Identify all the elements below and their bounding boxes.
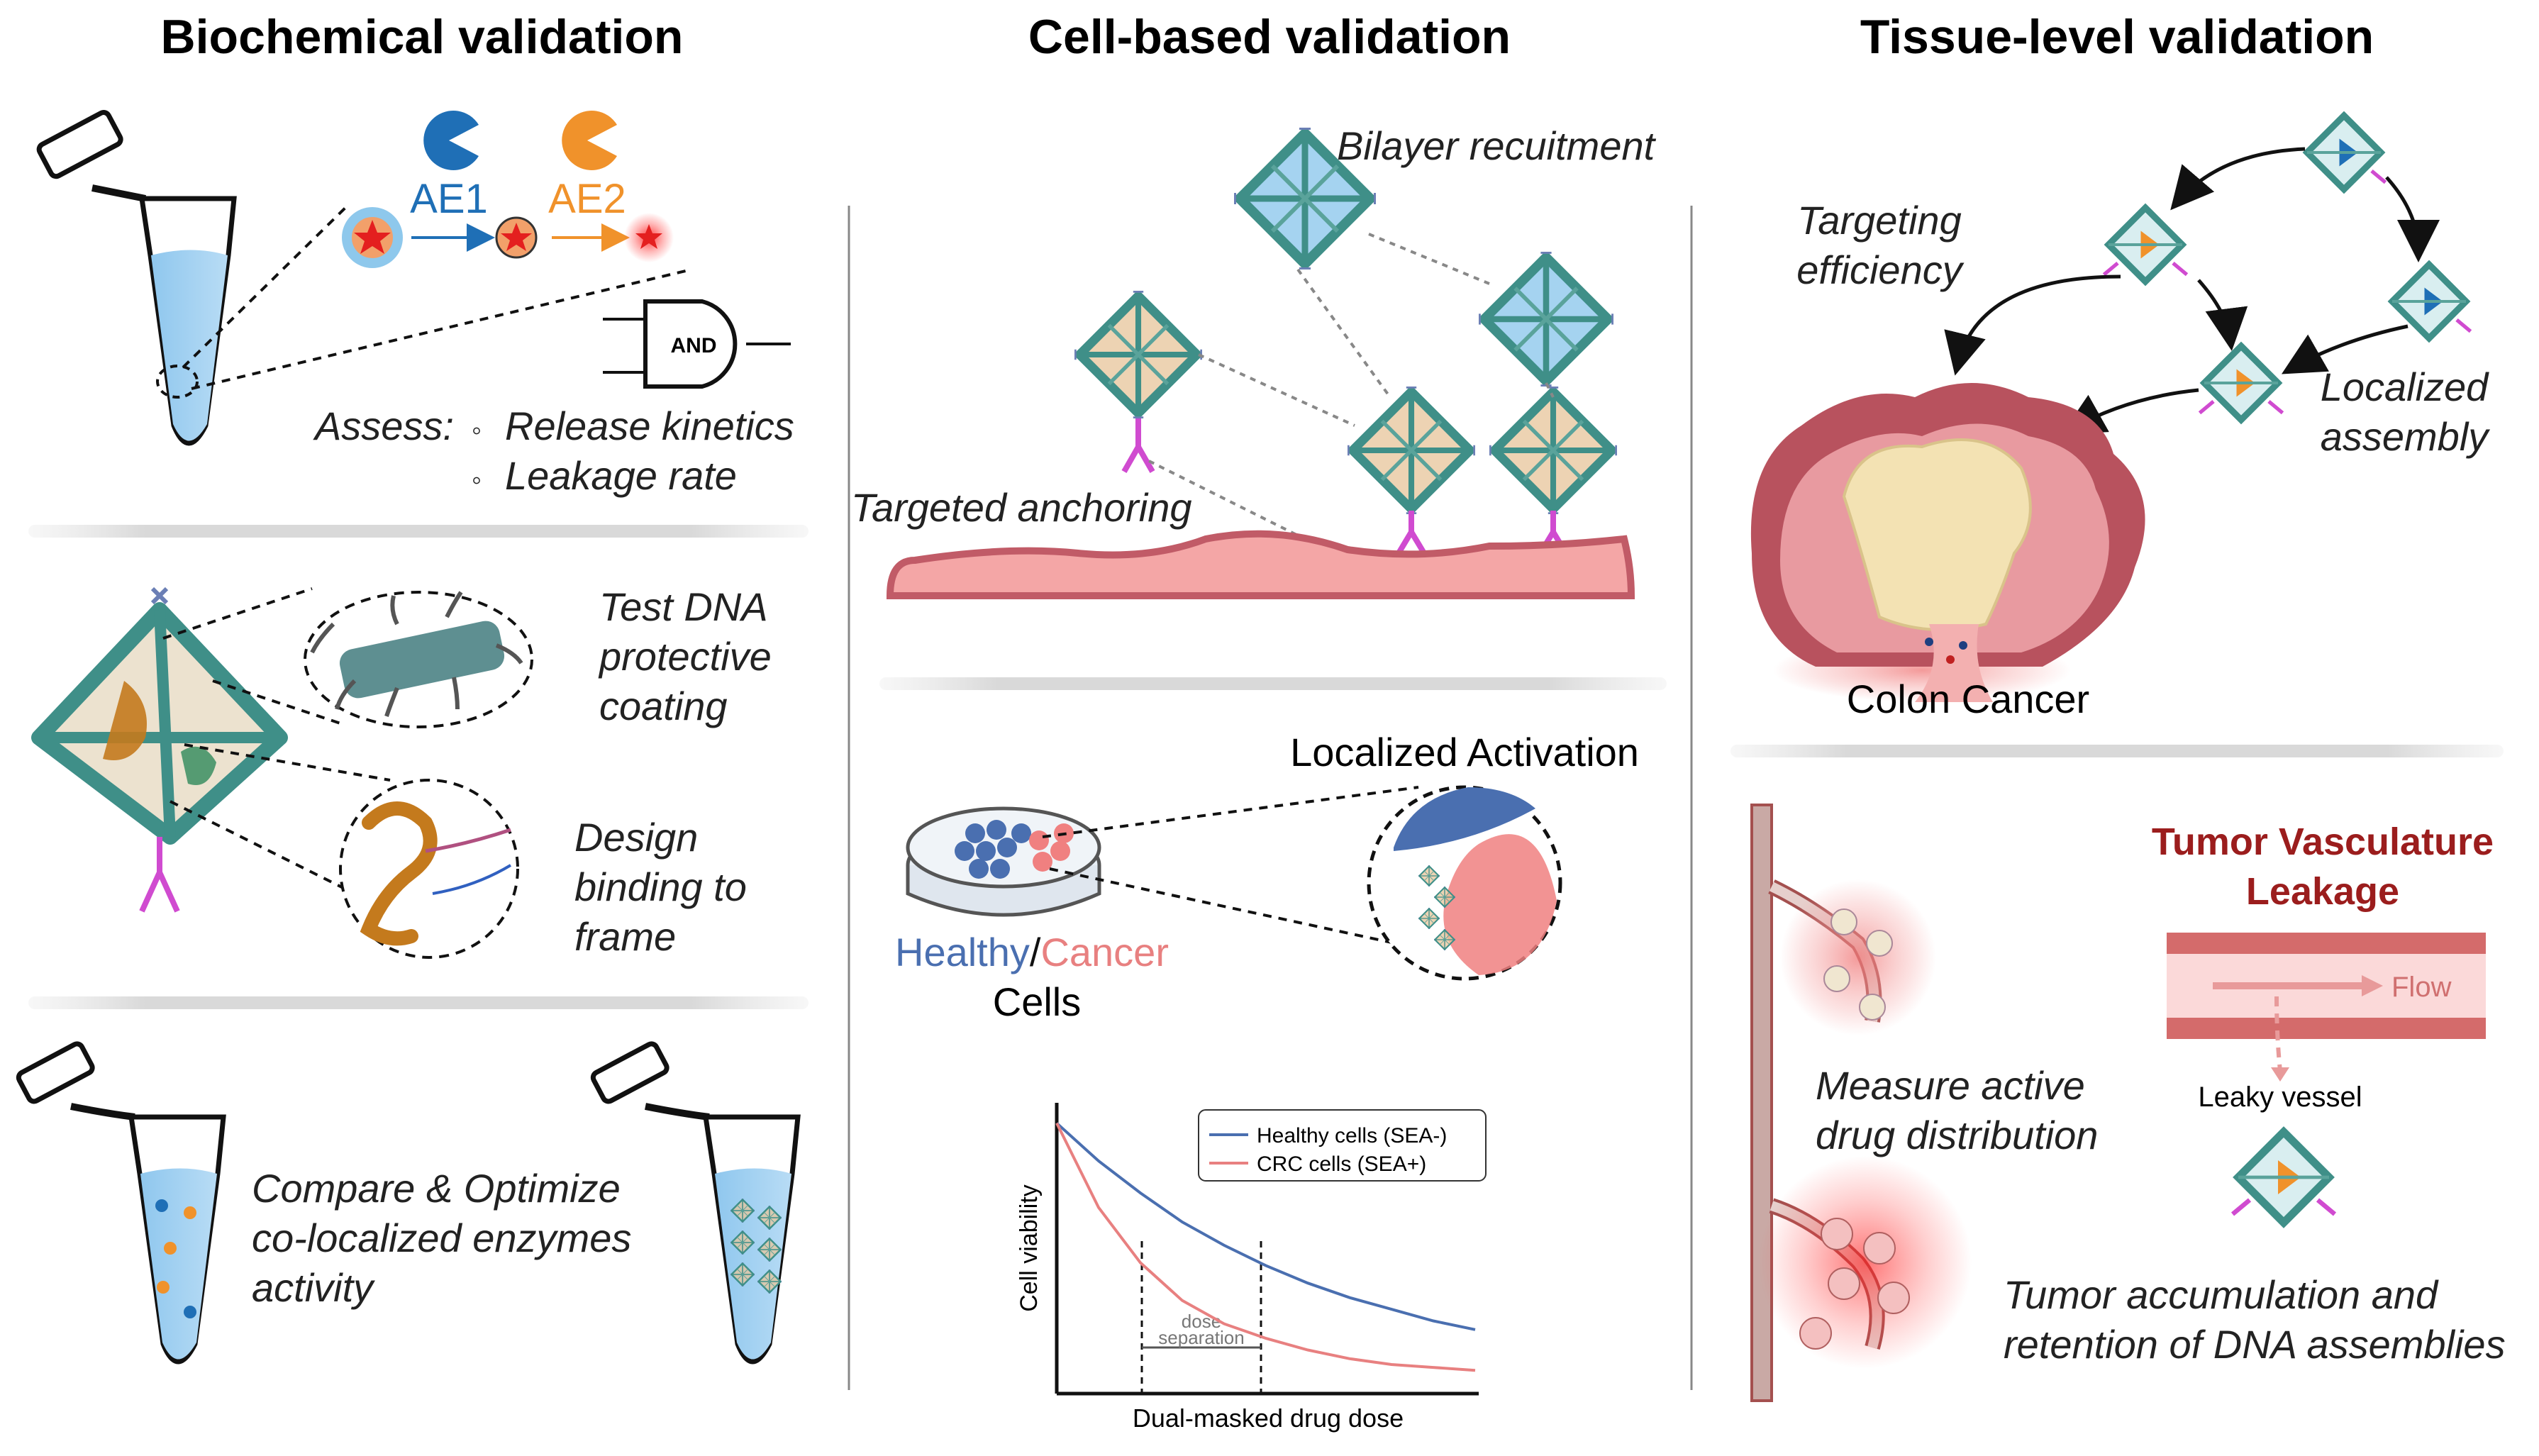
cancer-label: Cancer	[1040, 930, 1169, 974]
accumulation-text-2: retention of DNA assemblies	[2004, 1322, 2506, 1367]
series-line-0	[1055, 1122, 1476, 1331]
coating-text-3: coating	[599, 684, 728, 728]
tube-colocalized-enzymes	[590, 1041, 801, 1365]
localized-text-1: Localized	[2321, 365, 2489, 409]
coating-text-1: Test DNA	[599, 584, 768, 629]
targeting-text-2: efficiency	[1796, 248, 1964, 292]
ae1-label: AE1	[410, 176, 488, 222]
colon-tumor-illustration	[1750, 383, 2145, 702]
cell-title: Cell-based validation	[1028, 10, 1511, 64]
coating-zoom-line-1	[162, 587, 313, 640]
ae2-label: AE2	[548, 176, 626, 222]
tissue-cube-bottom	[2200, 346, 2283, 420]
localized-text-2: assembly	[2321, 414, 2491, 459]
separator-cell-1	[879, 677, 1667, 690]
assess-item-1: Release kinetics	[505, 404, 794, 448]
binding-zoom-line-1	[184, 743, 391, 782]
ae1-enzyme-icon	[423, 111, 479, 171]
binding-zoom-circle	[339, 779, 519, 959]
dna-frame-with-cargo	[31, 587, 288, 913]
octa-blue-right	[1479, 252, 1613, 387]
octa-left-antibody	[1121, 418, 1155, 473]
zoom-line-bottom	[191, 268, 692, 390]
anchor-antibody-mid	[1396, 511, 1427, 555]
and-gate-label: AND	[671, 334, 717, 357]
anchoring-label: Targeted anchoring	[851, 485, 1192, 530]
cell-type-label: Healthy/Cancer	[895, 930, 1169, 974]
dna-helix-icon	[310, 591, 523, 717]
separator-bio-1	[28, 525, 809, 538]
measure-text-2: drug distribution	[1816, 1113, 2098, 1157]
slash-label: /	[1030, 930, 1041, 974]
ae2-enzyme-icon	[562, 111, 617, 171]
chart-lines	[1055, 1122, 1476, 1372]
chart-legend: Healthy cells (SEA-) CRC cells (SEA+)	[1209, 1124, 1447, 1176]
tissue-cube-left	[2104, 208, 2187, 282]
activation-label: Localized Activation	[1290, 730, 1639, 774]
and-gate-icon	[603, 299, 791, 389]
chart-legend-box	[1198, 1109, 1487, 1182]
coating-text-2: protective	[598, 634, 772, 679]
vasculature-title-1: Tumor Vasculature	[2152, 821, 2494, 863]
binding-zoom-line-2	[170, 800, 384, 909]
legend-label-0: Healthy cells (SEA-)	[1257, 1124, 1447, 1147]
blood-vessel-illustration	[1750, 804, 1972, 1402]
activation-zoom-line-1	[1042, 786, 1419, 838]
tissue-cube-top	[2307, 116, 2386, 189]
legend-label-1: CRC cells (SEA+)	[1257, 1152, 1426, 1176]
tube-top	[36, 110, 237, 446]
chart-y-label: Cell viability	[1016, 1184, 1043, 1312]
leaky-vessel-label: Leaky vessel	[2198, 1082, 2362, 1113]
octa-orange-right	[1489, 387, 1617, 514]
compare-text-2: co-localized enzymes	[252, 1216, 631, 1260]
assess-bullet-2: ◦	[472, 465, 482, 496]
dose-separation-text-1: dose	[1182, 1311, 1221, 1332]
protein-binding-icon	[360, 801, 512, 946]
recruitment-dotted-lines	[1148, 233, 1555, 540]
separator-tissue-1	[1730, 745, 2504, 757]
vasculature-title-2: Leakage	[2246, 870, 2399, 913]
series-line-1	[1055, 1122, 1476, 1372]
coating-zoom-line-2	[212, 679, 341, 725]
cell-membrane	[886, 530, 1635, 599]
binding-text-2: binding to	[574, 865, 747, 909]
measure-text-1: Measure active	[1816, 1063, 2085, 1108]
octa-orange-mid	[1348, 387, 1475, 514]
drug-star-1	[354, 220, 391, 254]
drug-star-2	[501, 223, 532, 251]
healthy-cell-region	[1394, 787, 1535, 851]
accumulation-text-1: Tumor accumulation and	[2004, 1272, 2439, 1317]
leaked-frame-icon	[2233, 1132, 2335, 1223]
bilayer-label: Bilayer recuitment	[1337, 123, 1657, 168]
compare-text-3: activity	[252, 1265, 375, 1310]
biochemical-title: Biochemical validation	[161, 10, 684, 64]
assess-label: Assess:	[313, 404, 454, 448]
compare-text-1: Compare & Optimize	[252, 1166, 621, 1211]
chart-x-label: Dual-masked drug dose	[1133, 1404, 1404, 1433]
assess-bullet-1: ◦	[472, 415, 482, 446]
viability-chart: Cell viability Dual-masked drug dose dos…	[1016, 1103, 1487, 1433]
petri-dish-icon	[906, 806, 1101, 917]
octa-orange-left	[1074, 291, 1202, 418]
vessel-cross-section	[2167, 933, 2486, 1082]
tube-free-enzymes	[16, 1041, 226, 1365]
targeting-text-1: Targeting	[1797, 198, 1961, 243]
colon-cancer-label: Colon Cancer	[1847, 677, 2089, 721]
released-drug-star	[635, 224, 662, 249]
healthy-label: Healthy	[895, 930, 1030, 974]
dose-separation-text-2: separation	[1158, 1327, 1244, 1348]
zoom-line-top	[182, 204, 349, 369]
binding-text-3: frame	[574, 914, 676, 959]
cells-label: Cells	[993, 979, 1081, 1024]
separator-bio-2	[28, 996, 809, 1009]
tissue-title: Tissue-level validation	[1860, 10, 2374, 64]
flow-label: Flow	[2391, 972, 2452, 1003]
assess-item-2: Leakage rate	[505, 453, 737, 498]
binding-text-1: Design	[574, 815, 698, 860]
cancer-cell-region	[1443, 834, 1557, 975]
